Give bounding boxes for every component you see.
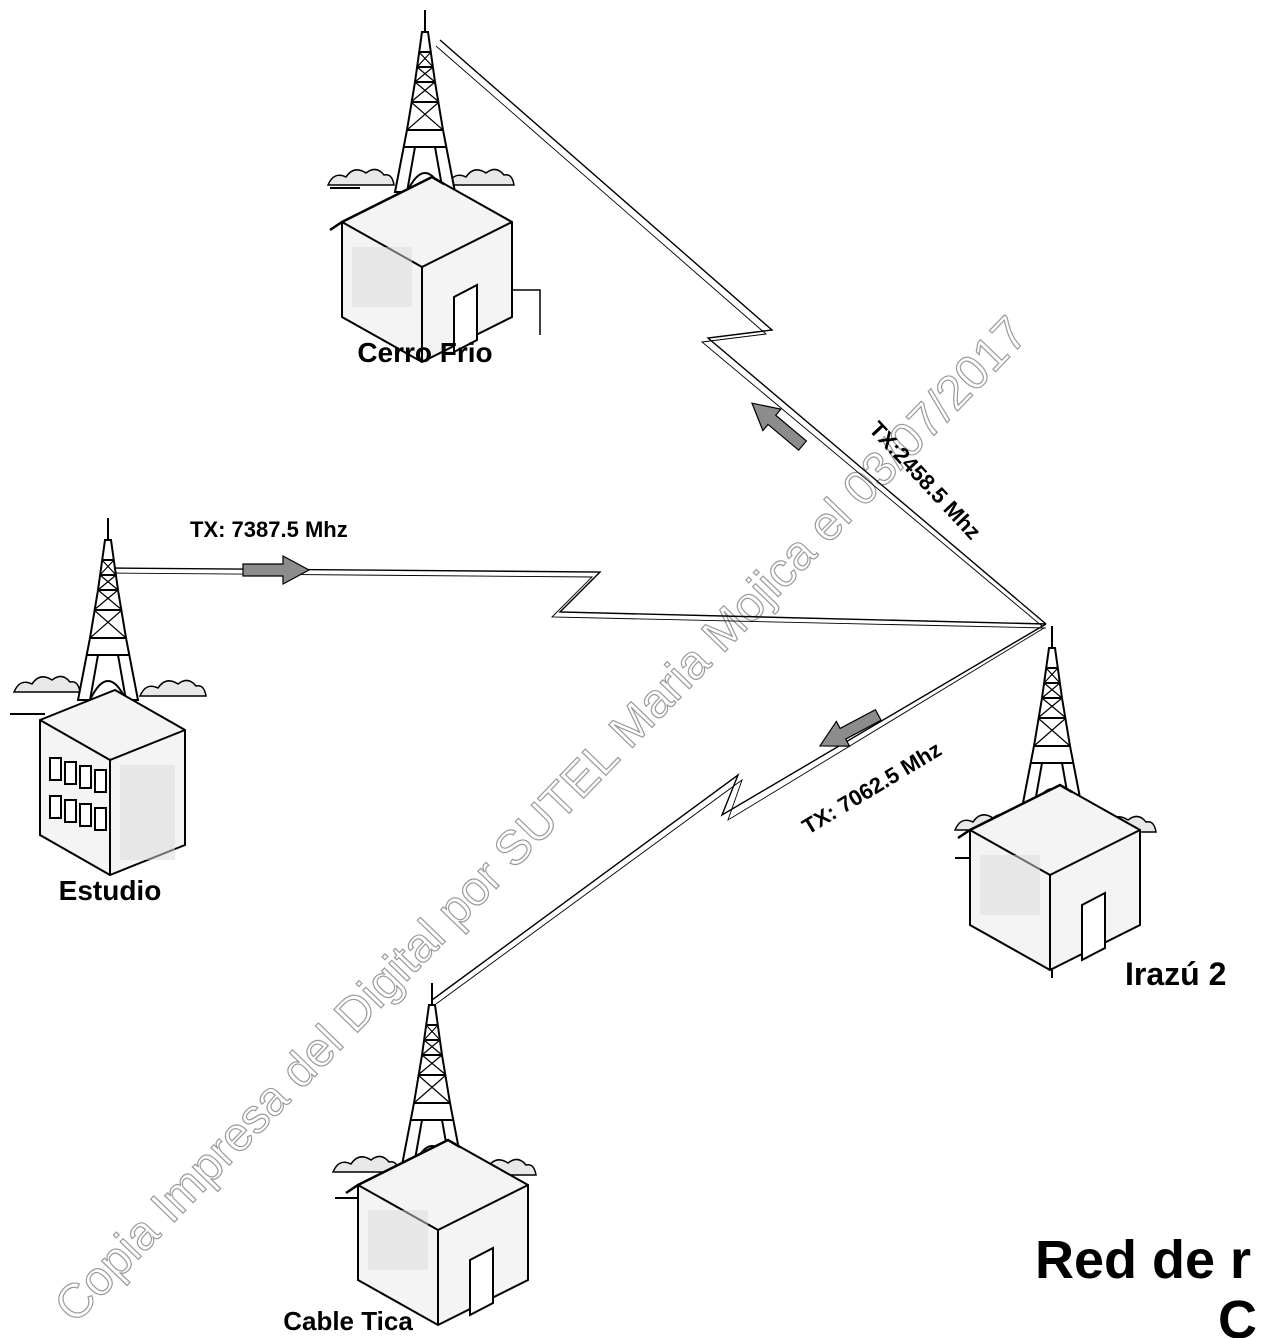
site-cerro-frio: Cerro Frio	[328, 10, 540, 368]
site-label-irazu2: Irazú 2	[1125, 956, 1226, 992]
building-icon	[330, 177, 512, 362]
watermark-text: Copia Impresa del Digital por SUTEL Mari…	[45, 307, 1038, 1333]
title-line-1: Red de r	[1035, 1230, 1251, 1290]
site-estudio: Estudio	[10, 518, 206, 906]
site-irazu2: Irazú 2	[955, 626, 1226, 992]
tower-icon	[1022, 626, 1082, 808]
tower-icon	[402, 983, 462, 1165]
office-building-icon	[40, 690, 185, 875]
tower-icon	[395, 10, 455, 192]
site-label-cerro-frio: Cerro Frio	[357, 337, 492, 368]
tower-icon	[78, 518, 138, 700]
site-label-estudio: Estudio	[59, 875, 162, 906]
link-label-irazu-cable-tica: TX: 7062.5 Mhz	[798, 737, 946, 840]
site-label-cable-tica: Cable Tica	[283, 1306, 413, 1336]
building-icon	[958, 785, 1140, 970]
link-estudio-irazu	[110, 568, 1046, 628]
link-label-estudio-irazu: TX: 7387.5 Mhz	[190, 517, 348, 542]
flow-arrow-to-irazu	[243, 556, 309, 584]
flow-arrow-to-cable-tica	[813, 703, 884, 759]
link-irazu-cerro-frio	[436, 40, 1046, 626]
title-line-2: C	[1218, 1290, 1257, 1338]
